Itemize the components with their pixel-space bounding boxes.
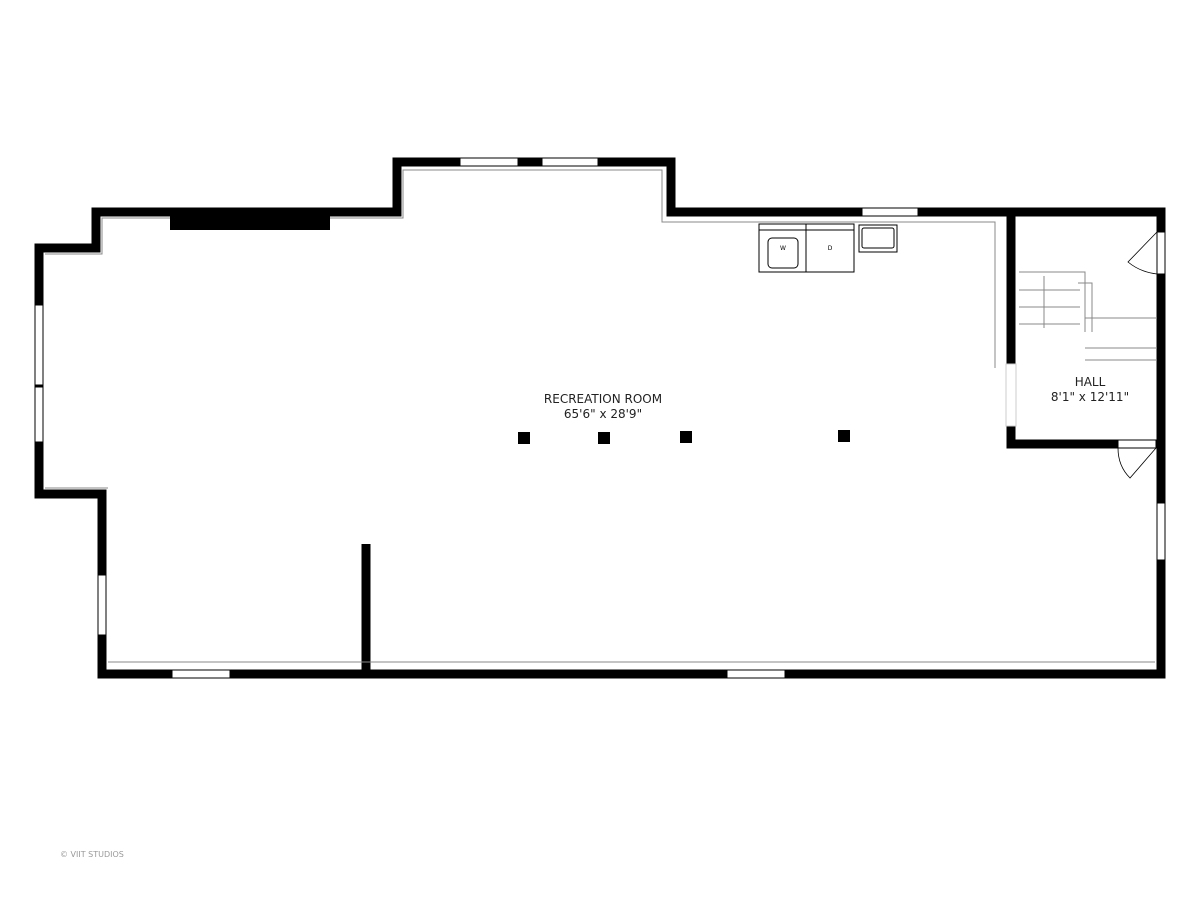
window bbox=[171, 669, 231, 679]
door-swing bbox=[1127, 231, 1158, 275]
window bbox=[726, 669, 786, 679]
room-name: RECREATION ROOM bbox=[543, 392, 663, 406]
window bbox=[34, 386, 44, 443]
door-swing bbox=[1117, 447, 1157, 479]
laundry bbox=[758, 223, 898, 273]
hall-wall bbox=[1006, 216, 1118, 449]
room-label-recreation: RECREATION ROOM 65'6" x 28'9" bbox=[503, 392, 703, 422]
window bbox=[541, 157, 599, 167]
room-dimensions: 65'6" x 28'9" bbox=[563, 407, 643, 421]
fireplace-block bbox=[170, 210, 330, 230]
watermark: © VIIT STUDIOS bbox=[60, 850, 124, 859]
door-opening bbox=[1117, 439, 1157, 449]
column bbox=[518, 430, 850, 444]
room-dimensions: 8'1" x 12'11" bbox=[1050, 390, 1130, 404]
room-name: HALL bbox=[1074, 375, 1106, 389]
window bbox=[1156, 502, 1166, 561]
door-opening bbox=[1156, 231, 1166, 275]
dryer-label: D bbox=[828, 245, 833, 252]
washer-label: W bbox=[780, 245, 786, 252]
window bbox=[97, 574, 107, 636]
window bbox=[459, 157, 519, 167]
window bbox=[861, 207, 919, 217]
hall-opening bbox=[1005, 363, 1017, 427]
exterior-wall bbox=[34, 157, 1166, 679]
window bbox=[34, 304, 44, 386]
room-label-hall: HALL 8'1" x 12'11" bbox=[1030, 375, 1150, 405]
